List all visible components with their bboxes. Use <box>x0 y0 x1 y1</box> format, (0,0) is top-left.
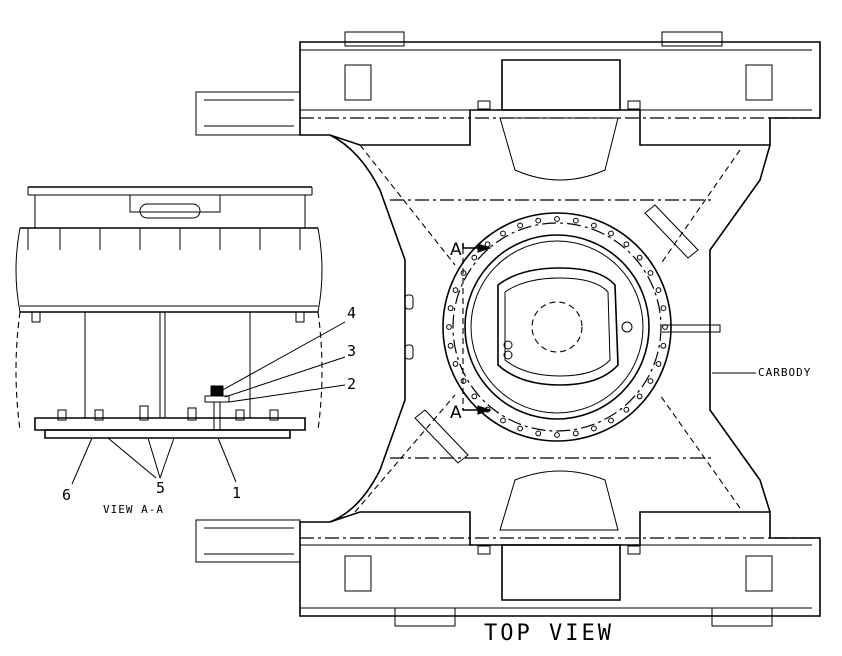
bolt-hole <box>608 230 614 237</box>
callout-1: 1 <box>232 484 241 502</box>
bolt-hole <box>452 287 459 294</box>
bolt-hole <box>554 432 560 438</box>
carbody-outline <box>329 134 771 523</box>
bolt-hole <box>500 417 506 424</box>
callout-6: 6 <box>62 486 71 504</box>
callout-5: 5 <box>156 479 165 497</box>
section-markers: A A <box>450 240 492 423</box>
callout-4: 4 <box>347 304 356 322</box>
bolt-hole <box>655 361 662 367</box>
bolt-hole <box>660 305 667 312</box>
lower-side-frame <box>195 470 821 627</box>
bolt-hole <box>535 430 542 437</box>
bolt-hole <box>446 324 452 330</box>
bolt-hole <box>623 241 630 248</box>
bolt-hole <box>447 342 454 349</box>
view-a-a: 4 3 2 1 5 6 VIEW A-A <box>15 186 356 516</box>
view-label: VIEW A-A <box>103 503 164 516</box>
section-label-top: A <box>450 240 462 260</box>
bolt-hole <box>623 406 630 413</box>
bolt-hole <box>447 305 454 312</box>
bolt-hole <box>636 393 643 400</box>
bolt-hole <box>572 430 579 437</box>
bolt-hole <box>655 287 662 294</box>
bolt-hole <box>484 241 491 248</box>
carbody-callout: CARBODY <box>712 366 811 379</box>
bolt-hole <box>554 216 560 222</box>
bolt-hole <box>591 425 597 432</box>
bolt-hole <box>662 324 668 330</box>
bolt-hole <box>647 378 654 384</box>
bolt-hole <box>517 425 523 432</box>
drawing-title: TOP VIEW <box>484 621 614 646</box>
section-label-bottom: A <box>450 403 462 423</box>
bolt-hole <box>452 361 459 367</box>
callout-2: 2 <box>347 375 356 393</box>
bolt-hole <box>572 217 579 224</box>
bolt-hole <box>471 393 478 400</box>
bolt-hole <box>660 342 667 349</box>
carbody-label: CARBODY <box>758 366 811 379</box>
bolt-hole <box>608 417 614 424</box>
bolt-hole <box>647 270 654 276</box>
bolt-hole <box>636 254 643 261</box>
upper-side-frame <box>195 31 821 181</box>
bolt-hole <box>471 254 478 261</box>
bolt-hole <box>535 217 542 224</box>
bolt-hole <box>500 230 506 237</box>
callout-3: 3 <box>347 342 356 360</box>
bolt-hole <box>517 222 523 229</box>
bolt-hole <box>591 222 597 229</box>
top-view-carbody: A A CARBODY TOP VIEW <box>195 31 821 646</box>
